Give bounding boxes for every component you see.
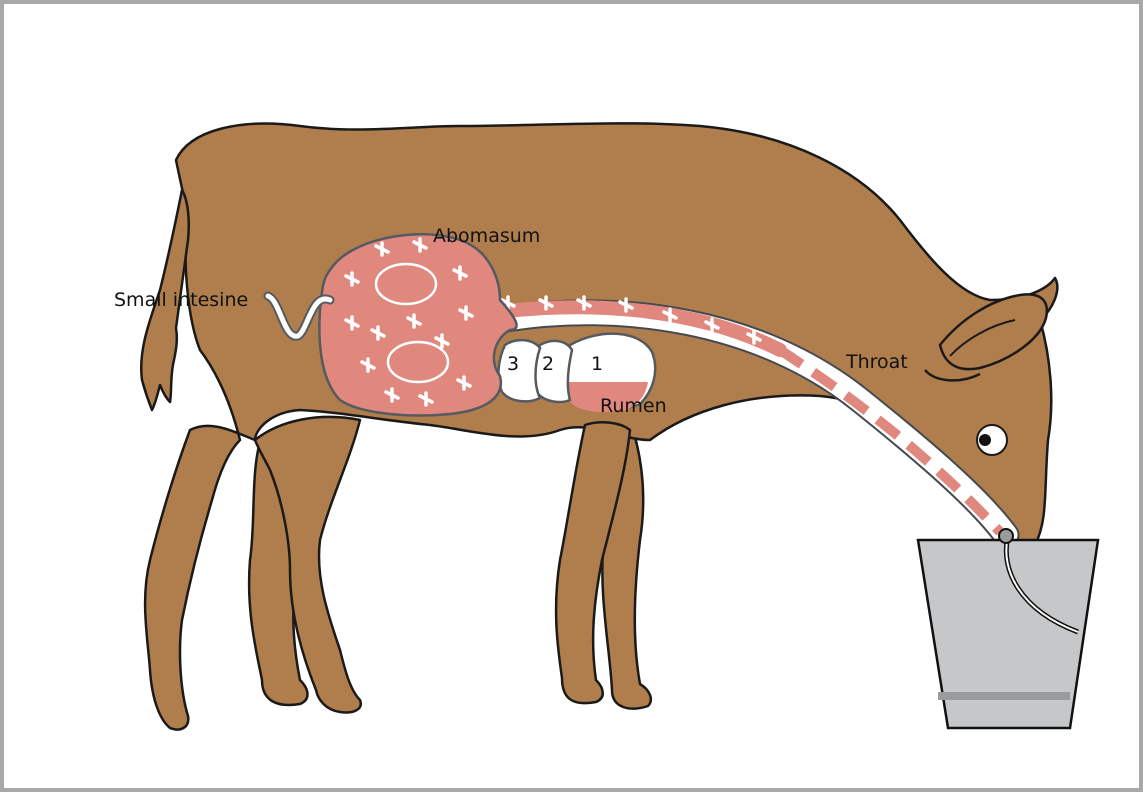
- milk-bucket: [918, 529, 1098, 728]
- label-throat: Throat: [845, 351, 908, 373]
- calf-eye: [977, 425, 1007, 455]
- label-chamber-3: 3: [507, 353, 519, 375]
- label-chamber-1: 1: [591, 353, 603, 375]
- nipple-ring: [999, 529, 1013, 543]
- label-chamber-2: 2: [542, 353, 554, 375]
- rumen-chamber-3: [498, 340, 540, 401]
- label-abomasum: Abomasum: [433, 225, 540, 247]
- label-rumen: Rumen: [600, 395, 667, 417]
- label-small-intestine: Small intesine: [114, 289, 248, 311]
- bucket-band: [938, 692, 1070, 700]
